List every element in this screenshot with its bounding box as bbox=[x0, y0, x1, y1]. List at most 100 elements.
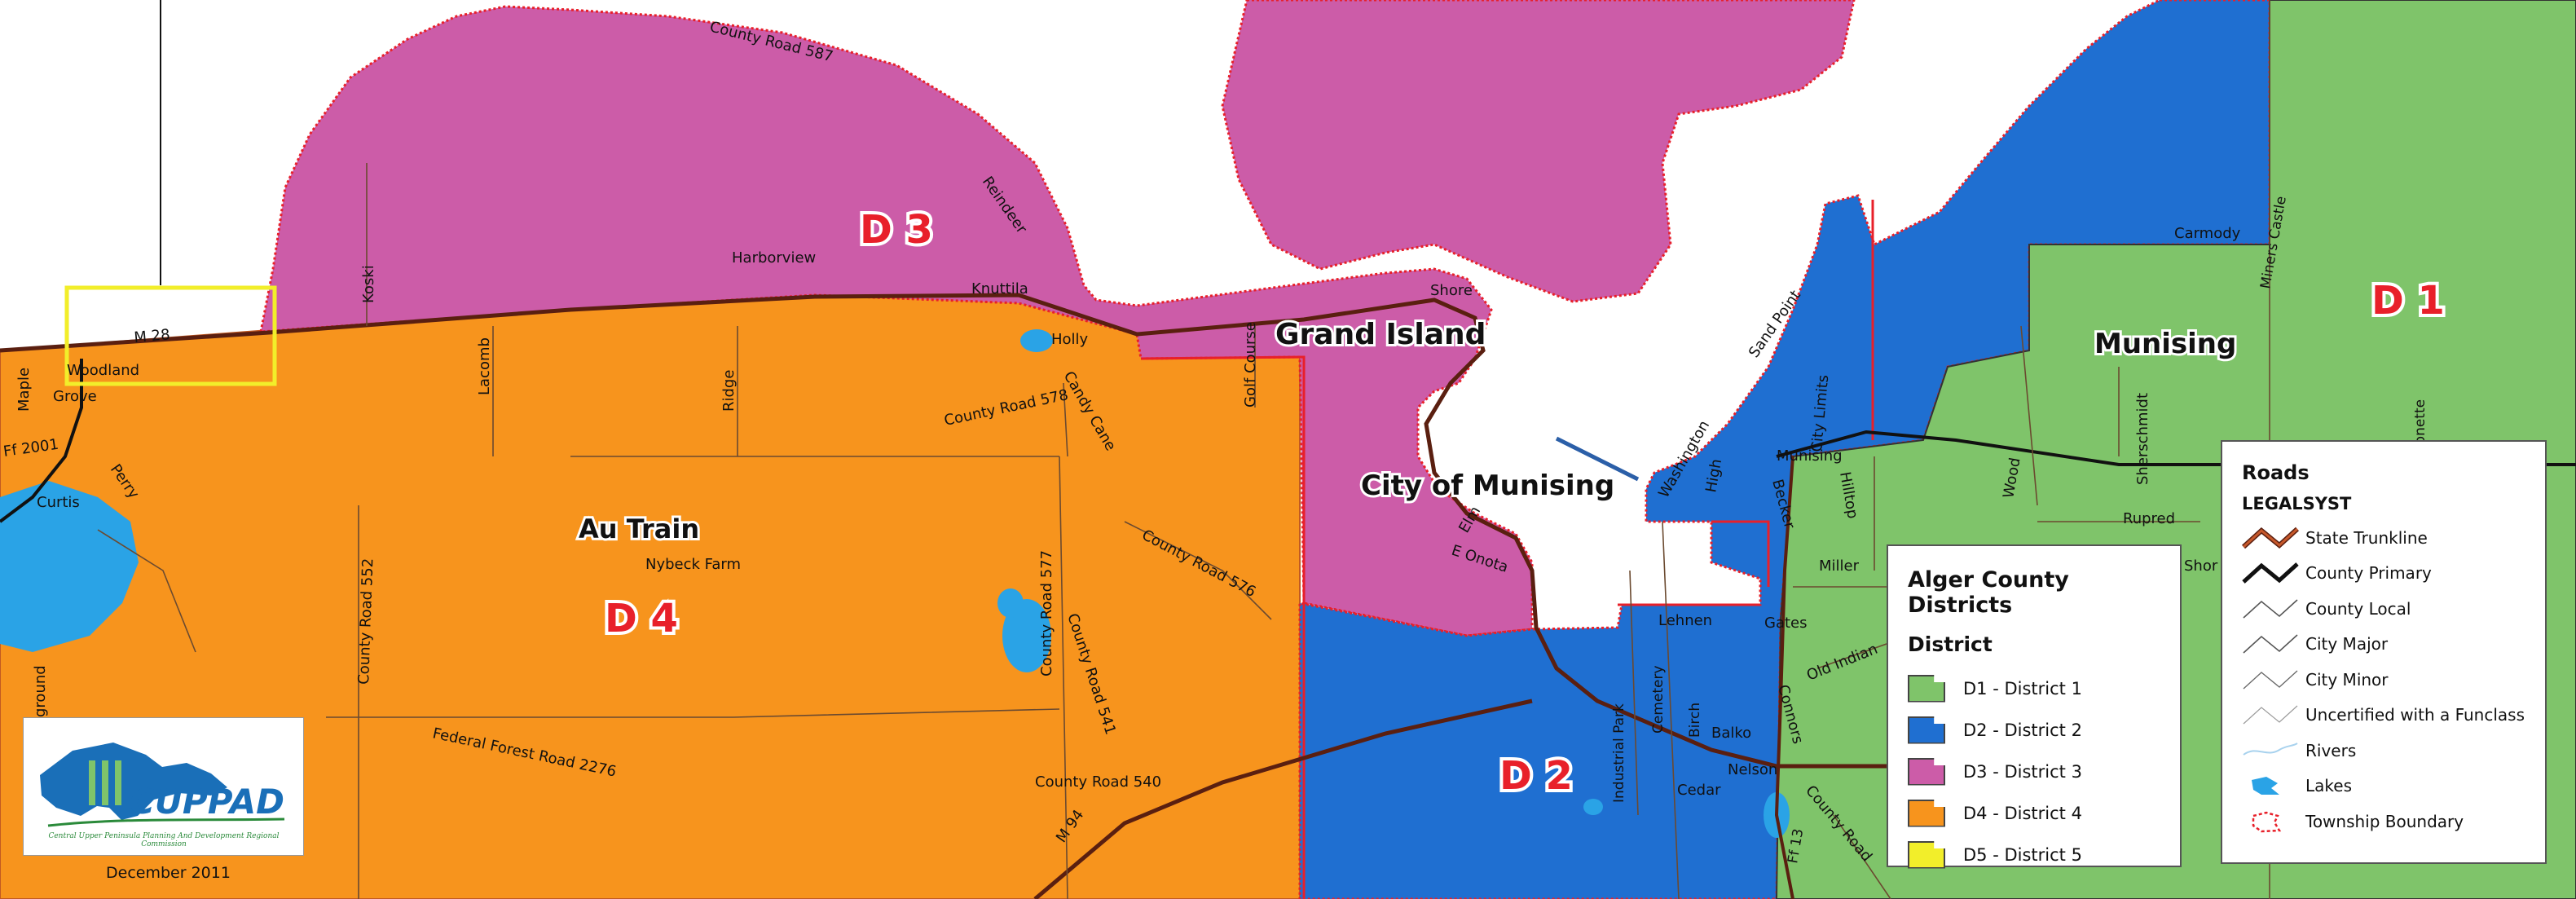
road-label: Munising bbox=[1777, 447, 1843, 465]
district-legend-label: D5 - District 5 bbox=[1963, 844, 2082, 865]
roads-legend-item: County Primary bbox=[2242, 556, 2525, 592]
district-legend-item: D1 - District 1 bbox=[1908, 668, 2160, 709]
district-4-swatch bbox=[1908, 799, 1945, 827]
roads-legend-label: Lakes bbox=[2305, 776, 2352, 796]
roads-legend-label: Uncertified with a Funclass bbox=[2305, 705, 2525, 725]
roads-legend-item: Uncertified with a Funclass bbox=[2242, 698, 2525, 734]
road-label: Knuttila bbox=[971, 280, 1028, 297]
roads-legend-title: Roads bbox=[2242, 461, 2310, 484]
state-trunkline-ff13 bbox=[1774, 456, 1794, 899]
map-date: December 2011 bbox=[106, 864, 231, 882]
district-legend-title: Alger County Districts bbox=[1908, 567, 2069, 618]
road-label: Lacomb bbox=[476, 337, 493, 395]
place-munising: Munising bbox=[2094, 328, 2236, 360]
roads-legend-label: Township Boundary bbox=[2305, 811, 2464, 831]
road-label: ground bbox=[32, 665, 49, 717]
road-label: Sherschmidt bbox=[2134, 393, 2151, 485]
district-legend: Alger County Districts District D1 - Dis… bbox=[1887, 544, 2182, 869]
road-label: County Road 540 bbox=[1035, 773, 1161, 791]
road-label: Holly bbox=[1051, 331, 1089, 348]
roads-legend: Roads LEGALSYST State Trunkline County P… bbox=[2221, 440, 2547, 864]
district-2-swatch bbox=[1908, 716, 1945, 744]
road-label: Carmody bbox=[2174, 225, 2241, 242]
roads-legend-item: City Minor bbox=[2242, 662, 2525, 698]
roads-legend-label: County Primary bbox=[2305, 563, 2432, 584]
district-legend-item: D3 - District 3 bbox=[1908, 751, 2160, 792]
city-major-symbol bbox=[2243, 634, 2298, 654]
district-legend-label: D4 - District 4 bbox=[1963, 803, 2082, 823]
county-local-symbol bbox=[2243, 599, 2298, 619]
road-label: Grove bbox=[53, 388, 97, 405]
township-boundary bbox=[1140, 355, 1306, 899]
road-label: Lehnen bbox=[1658, 612, 1712, 629]
district-3-swatch bbox=[1908, 757, 1945, 786]
roads-legend-item: Township Boundary bbox=[2242, 804, 2525, 840]
road-label: Shor bbox=[2184, 557, 2218, 575]
road-label: Nelson bbox=[1728, 761, 1777, 778]
district-label-d2: D 2 bbox=[1499, 753, 1573, 799]
road-label: Woodland bbox=[67, 362, 139, 379]
district-legend-label: D2 - District 2 bbox=[1963, 720, 2082, 740]
cuppad-wordmark: CUPPAD bbox=[130, 782, 285, 822]
road-label: Golf Course bbox=[1242, 322, 1259, 408]
road-label: Koski bbox=[360, 265, 377, 303]
county-primary-symbol bbox=[2242, 562, 2299, 584]
roads-legend-item: State Trunkline bbox=[2242, 520, 2525, 556]
place-au-train: Au Train bbox=[579, 513, 699, 544]
roads-legend-item: County Local bbox=[2242, 591, 2525, 627]
road-label: Cemetery bbox=[1650, 665, 1667, 734]
roads-legend-item: City Major bbox=[2242, 627, 2525, 663]
district-legend-item: D5 - District 5 bbox=[1908, 834, 2160, 875]
road-label: Harborview bbox=[732, 249, 816, 267]
district-legend-label: D3 - District 3 bbox=[1963, 761, 2082, 782]
road-label: Cedar bbox=[1677, 782, 1721, 799]
district-label-d3: D 3 bbox=[860, 207, 933, 253]
district-5-swatch bbox=[1908, 840, 1945, 869]
place-city-of-munising: City of Munising bbox=[1361, 469, 1614, 502]
lakes-symbol bbox=[2252, 777, 2279, 795]
road-label: Balko bbox=[1711, 725, 1751, 742]
road-label: M 28 bbox=[134, 326, 171, 346]
district-2-area bbox=[1298, 0, 2271, 899]
township-boundary-symbol bbox=[2252, 811, 2282, 833]
district-label-d4: D 4 bbox=[605, 596, 678, 641]
road-label: Miller bbox=[1819, 557, 1860, 575]
rivers-symbol bbox=[2243, 742, 2298, 756]
district-5-outline bbox=[64, 285, 277, 386]
road-label: Gates bbox=[1764, 615, 1808, 632]
roads-legend-label: City Minor bbox=[2305, 669, 2389, 690]
road-label: Nybeck Farm bbox=[645, 556, 741, 573]
roads-legend-label: Rivers bbox=[2305, 740, 2357, 760]
roads-legend-label: State Trunkline bbox=[2305, 527, 2428, 548]
road-label: Curtis bbox=[37, 494, 80, 511]
road-label: Maple bbox=[15, 368, 33, 412]
lake-small-2 bbox=[1002, 599, 1051, 672]
district-label-d1: D 1 bbox=[2371, 278, 2445, 324]
road-label: Ridge bbox=[720, 370, 738, 412]
road-label: Rupred bbox=[2123, 510, 2175, 527]
district-3-north-area bbox=[1221, 0, 1856, 303]
place-grand-island: Grand Island bbox=[1275, 318, 1486, 351]
county-road-west bbox=[0, 359, 83, 523]
lake-small-4 bbox=[1583, 799, 1603, 815]
cuppad-tagline: Central Upper Peninsula Planning And Dev… bbox=[48, 832, 280, 848]
cuppad-logo: CUPPAD Central Upper Peninsula Planning … bbox=[23, 717, 304, 856]
leader-line bbox=[1555, 436, 1640, 482]
uncertified-road-symbol bbox=[2243, 705, 2298, 725]
road-label: Industrial Park bbox=[1611, 703, 1627, 803]
district-legend-item: D4 - District 4 bbox=[1908, 792, 2160, 834]
upper-peninsula-icon bbox=[40, 743, 285, 827]
city-minor-symbol bbox=[2243, 670, 2298, 690]
road-label: Shore bbox=[1430, 282, 1473, 299]
roads-legend-subtitle: LEGALSYST bbox=[2242, 494, 2352, 513]
township-boundary-2 bbox=[1618, 200, 1874, 606]
district-legend-item: D2 - District 2 bbox=[1908, 709, 2160, 751]
road-label: Birch bbox=[1687, 703, 1703, 738]
roads-legend-label: City Major bbox=[2305, 634, 2389, 654]
district-legend-label: D1 - District 1 bbox=[1963, 678, 2082, 698]
lake-small-3 bbox=[997, 588, 1024, 618]
roads-legend-item: Lakes bbox=[2242, 769, 2525, 804]
roads-legend-item: Rivers bbox=[2242, 733, 2525, 769]
